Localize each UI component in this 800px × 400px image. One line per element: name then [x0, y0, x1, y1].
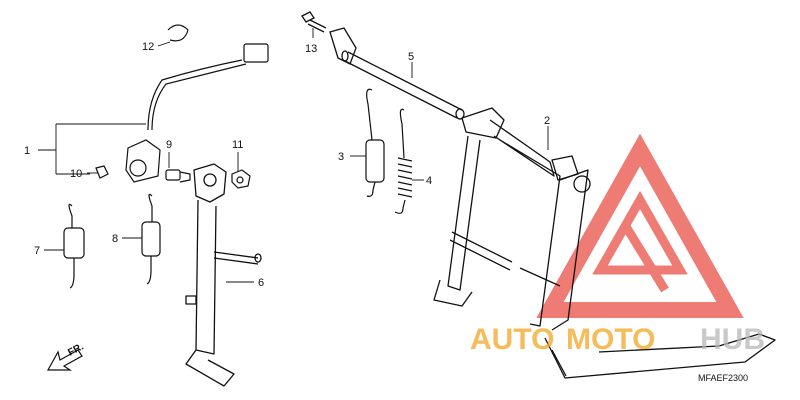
front-marker-label: FR. [66, 341, 86, 358]
part-bolt-10 [95, 165, 109, 179]
leader-lines [38, 28, 549, 283]
callout-4: 4 [426, 175, 432, 187]
callout-1: 1 [24, 145, 30, 157]
part-main-stand [433, 107, 776, 379]
front-arrow-icon [46, 349, 83, 371]
callout-10: 10 [70, 168, 82, 180]
diagram-code: MFAEF2300 [698, 373, 748, 383]
callout-12: 12 [142, 41, 154, 53]
callout-6: 6 [258, 277, 264, 289]
watermark-hub: HUB [700, 323, 765, 356]
callout-11: 11 [232, 139, 243, 151]
callout-13: 13 [305, 43, 317, 55]
part-spring-4 [394, 108, 413, 214]
part-spring-8 [141, 193, 161, 285]
part-spring-7 [63, 203, 85, 289]
part-bolt-13 [301, 11, 357, 65]
callout-5: 5 [408, 51, 414, 63]
callout-8: 8 [112, 233, 118, 245]
part-bolt-9 [165, 169, 191, 183]
callout-2: 2 [544, 115, 550, 127]
callout-3: 3 [338, 151, 344, 163]
part-switch-assembly [125, 24, 269, 183]
part-shaft [341, 50, 465, 120]
watermark-moto: MOTO [566, 323, 655, 356]
callout-9: 9 [166, 139, 172, 151]
watermark-text: AUTO MOTO HUB [470, 323, 765, 356]
part-side-stand [185, 163, 262, 387]
callout-7: 7 [34, 245, 40, 257]
part-spring-3 [365, 88, 385, 197]
watermark-logo [536, 133, 744, 318]
part-nut-11 [231, 169, 251, 189]
watermark-auto: AUTO [470, 323, 554, 356]
